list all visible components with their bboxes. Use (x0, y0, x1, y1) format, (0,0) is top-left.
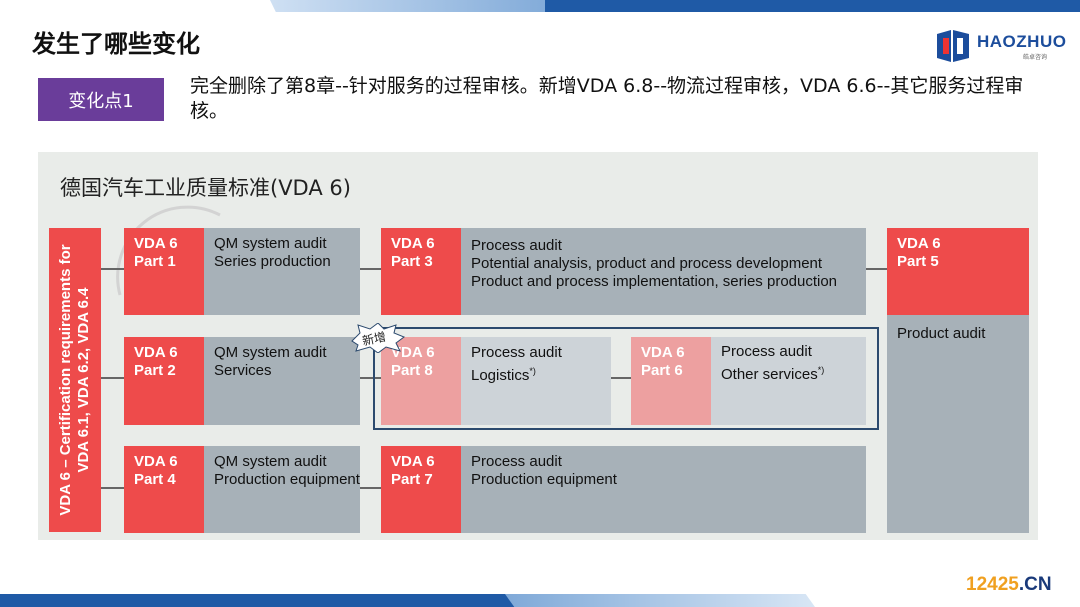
logo-tagline: 皓卓咨询 (1023, 54, 1048, 61)
top-decor-bar (545, 0, 1080, 12)
certification-bar (49, 228, 101, 532)
new-items-highlight (373, 327, 879, 430)
footer-watermark: 12425.CN (966, 574, 1052, 596)
change-description: 完全删除了第8章--针对服务的过程审核。新增VDA 6.8--物流过程审核，VD… (190, 75, 1024, 122)
connector-line (360, 268, 382, 270)
code-line: VDA 6 (134, 344, 178, 361)
desc-line: Process audit (471, 453, 562, 470)
connector-line (360, 487, 382, 489)
vda6-part8-code: VDA 6 Part 8 (381, 337, 461, 425)
company-logo: HAOZHUO 皓卓咨询 (935, 30, 1067, 64)
code-line: Part 8 (391, 362, 433, 379)
desc-line: Process audit (721, 343, 812, 360)
code-line: VDA 6 (897, 235, 941, 252)
vda6-part5-code: VDA 6 Part 5 (887, 228, 1029, 315)
code-line: Part 1 (134, 253, 176, 270)
code-line: VDA 6 (134, 235, 178, 252)
footnote-marker: *) (529, 366, 536, 376)
vda6-part6-code: VDA 6 Part 6 (631, 337, 711, 425)
code-line: VDA 6 (391, 453, 435, 470)
connector-line (101, 487, 124, 489)
certification-label: VDA 6 – Certification requirements for V… (57, 244, 92, 516)
vda6-part1-code: VDA 6 Part 1 (124, 228, 204, 315)
code-line: VDA 6 (641, 344, 685, 361)
desc-line: Production equipment (471, 471, 617, 488)
code-line: Part 5 (897, 253, 939, 270)
code-line: Part 3 (391, 253, 433, 270)
vda6-part8-desc: Process audit Logistics*) (461, 337, 611, 425)
desc-line: Logistics*) (471, 362, 611, 385)
new-burst-icon (351, 323, 406, 353)
vda6-part4-code: VDA 6 Part 4 (124, 446, 204, 533)
desc-line: Product and process implementation, seri… (471, 273, 838, 290)
code-line: Part 4 (134, 471, 176, 488)
vda6-part7-code: VDA 6 Part 7 (381, 446, 461, 533)
change-badge: 变化点1 (38, 78, 164, 121)
vda6-part1-desc: QM system audit Series production (204, 228, 360, 315)
vda6-part2-code: VDA 6 Part 2 (124, 337, 204, 425)
connector-line (360, 377, 382, 379)
connector-line (611, 377, 631, 379)
logo-mark-icon (937, 30, 969, 62)
footer-site-prefix: 12425 (966, 574, 1019, 595)
code-line: Part 7 (391, 471, 433, 488)
page-title: 发生了哪些变化 (32, 30, 200, 58)
code-line: Part 2 (134, 362, 176, 379)
vda6-part5-desc: Product audit (887, 315, 1029, 533)
connector-line (866, 268, 887, 270)
desc-line: Process audit (471, 344, 562, 361)
desc-text: Other services (721, 366, 818, 383)
vda6-part7-desc: Process audit Production equipment (461, 446, 866, 533)
code-line: VDA 6 (134, 453, 178, 470)
bottom-decor-bar (0, 594, 520, 607)
connector-line (101, 268, 124, 270)
desc-text: Logistics (471, 367, 530, 384)
desc-line: Process audit (471, 237, 562, 254)
vda6-part4-desc: QM system audit Production equipment (204, 446, 360, 533)
footer-site-suffix: .CN (1018, 574, 1052, 595)
code-line: VDA 6 (391, 235, 435, 252)
top-decor-bar-light (270, 0, 560, 12)
vda6-part3-desc: Process audit Potential analysis, produc… (461, 228, 866, 315)
vda6-part3-code: VDA 6 Part 3 (381, 228, 461, 315)
desc-line: Potential analysis, product and process … (471, 255, 823, 272)
code-line: VDA 6 (391, 344, 435, 361)
code-line: Part 6 (641, 362, 683, 379)
desc-line: Other services*) (721, 361, 866, 384)
diagram-title: 德国汽车工业质量标准(VDA 6) (60, 176, 351, 200)
vda6-part6-desc: Process audit Other services*) (711, 337, 866, 425)
logo-name: HAOZHUO (977, 32, 1067, 51)
connector-line (101, 377, 124, 379)
bottom-decor-bar-light (505, 594, 815, 607)
footnote-marker: *) (817, 365, 825, 375)
vda6-part2-desc: QM system audit Services (204, 337, 360, 425)
